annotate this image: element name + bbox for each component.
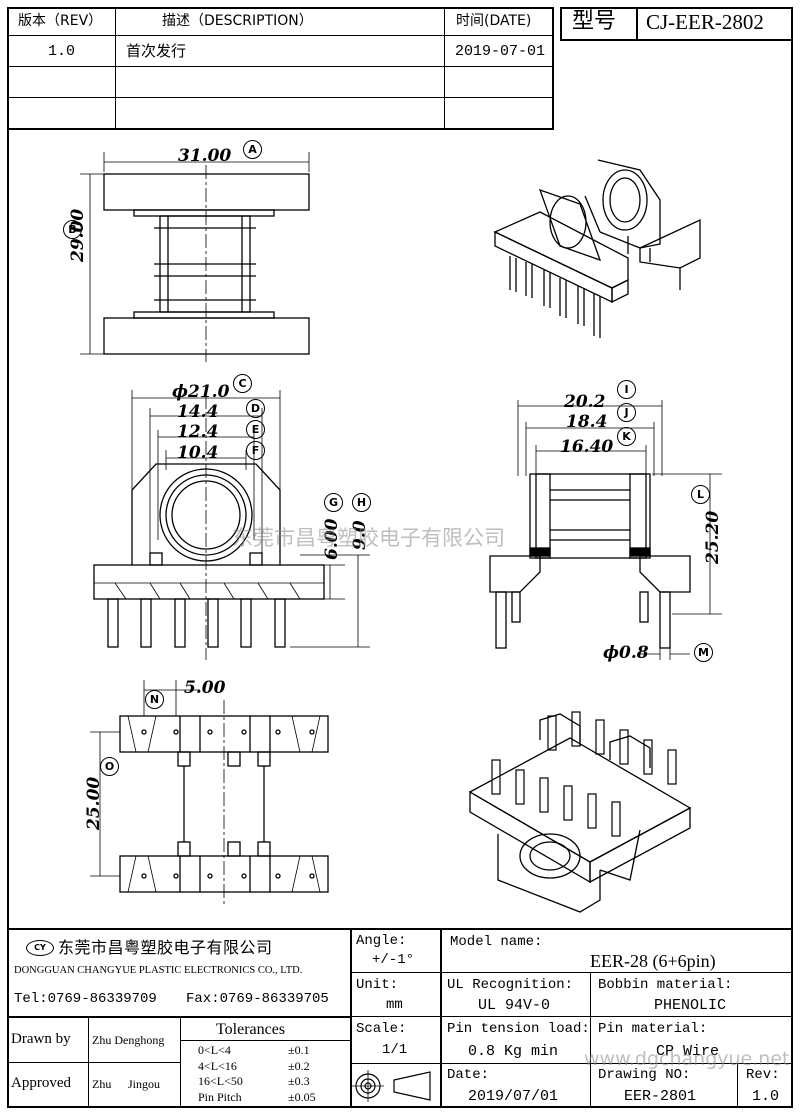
dim-a-value: 31.00	[178, 146, 232, 166]
callout-m: M	[694, 643, 713, 662]
watermark-company: 东莞市昌粤塑胶电子有限公司	[232, 526, 505, 550]
company-tel: Tel:0769-86339709	[14, 991, 157, 1007]
model-name-label: Model name:	[450, 934, 543, 950]
model-name-value: EER-28 (6+6pin)	[590, 951, 716, 971]
callout-o: O	[100, 757, 119, 776]
description-header: 描述（DESCRIPTION）	[162, 13, 313, 29]
unit-value: mm	[386, 997, 403, 1013]
approved-name-last: Jingou	[128, 1077, 161, 1091]
watermark-url: www.dgchangyue.net	[584, 1048, 790, 1070]
approved-label: Approved	[11, 1075, 71, 1091]
dim-f-value: 10.4	[177, 443, 219, 463]
date-header: 时间(DATE)	[456, 13, 532, 29]
dim-k-value: 16.40	[560, 437, 614, 457]
callout-l: L	[691, 485, 710, 504]
callout-g: G	[324, 493, 343, 512]
date-value: 2019-07-01	[455, 43, 546, 60]
side-view	[93, 390, 370, 660]
ul-value: UL 94V-0	[478, 997, 551, 1014]
dim-j-value: 18.4	[566, 412, 608, 432]
scale-value: 1/1	[382, 1042, 408, 1058]
tolerance-value-2: ±0.2	[288, 1059, 310, 1073]
tolerance-value-4: ±0.05	[288, 1090, 316, 1104]
callout-d: D	[246, 399, 265, 418]
tolerance-range-2: 4<L<16	[198, 1059, 237, 1073]
model-value: CJ-EER-2802	[646, 10, 764, 34]
drawing-no-value: EER-2801	[624, 1088, 697, 1105]
approved-name-first: Zhu	[92, 1077, 112, 1091]
callout-b: B	[63, 220, 82, 239]
drawn-by-name: Zhu Denghong	[92, 1033, 165, 1047]
rev-value-footer: 1.0	[752, 1088, 780, 1105]
tolerance-range-1: 0<L<4	[198, 1043, 231, 1057]
dim-n-value: 5.00	[184, 678, 226, 698]
bobbin-value: PHENOLIC	[654, 997, 727, 1014]
rev-label: Rev:	[746, 1067, 780, 1083]
callout-j: J	[617, 403, 636, 422]
callout-k: K	[617, 427, 636, 446]
callout-i: I	[617, 380, 636, 399]
callout-a: A	[243, 140, 262, 159]
tolerances-label: Tolerances	[216, 1021, 286, 1038]
description-value: 首次发行	[126, 42, 187, 60]
unit-label: Unit:	[356, 977, 399, 993]
tolerance-range-4: Pin Pitch	[198, 1090, 242, 1104]
front-view	[80, 152, 310, 362]
date-label: Date:	[447, 1067, 490, 1083]
rev-value: 1.0	[48, 43, 76, 60]
dim-c-value: ϕ21.0	[172, 382, 230, 402]
dim-m-value: ϕ0.8	[603, 643, 649, 663]
tolerance-value-1: ±0.1	[288, 1043, 310, 1057]
callout-f: F	[246, 441, 265, 460]
callout-e: E	[246, 420, 265, 439]
drawn-by-label: Drawn by	[11, 1031, 71, 1047]
tolerance-value-3: ±0.3	[288, 1074, 310, 1088]
callout-h: H	[352, 493, 371, 512]
ul-label: UL Recognition:	[447, 977, 574, 993]
top-view	[489, 400, 722, 660]
angle-value: +/-1°	[372, 952, 415, 968]
dim-i-value: 20.2	[564, 392, 606, 412]
isometric-view-top	[493, 159, 701, 338]
tolerance-range-3: 16<L<50	[198, 1074, 243, 1088]
pin-material-label: Pin material:	[598, 1021, 708, 1037]
rev-header: 版本（REV）	[18, 13, 103, 29]
pin-tension-label: Pin tension load:	[447, 1021, 590, 1037]
bobbin-label: Bobbin material:	[598, 977, 733, 993]
company-logo: CY	[26, 940, 54, 956]
scale-label: Scale:	[356, 1021, 407, 1037]
technical-drawing	[80, 152, 722, 913]
company-name-cn: 东莞市昌粤塑胶电子有限公司	[58, 938, 273, 957]
angle-label: Angle:	[356, 933, 407, 949]
dim-d-value: 14.4	[177, 402, 219, 422]
isometric-view-bottom	[468, 711, 692, 913]
dim-e-value: 12.4	[177, 422, 219, 442]
drawing-no-label: Drawing NO:	[598, 1067, 691, 1083]
pin-material-value: CP Wire	[656, 1043, 720, 1060]
company-name-en: DONGGUAN CHANGYUE PLASTIC ELECTRONICS CO…	[14, 965, 303, 976]
callout-n: N	[145, 690, 164, 709]
pin-tension-value: 0.8 Kg min	[468, 1043, 559, 1060]
company-fax: Fax:0769-86339705	[186, 991, 329, 1007]
model-label: 型号	[572, 9, 617, 34]
date-value: 2019/07/01	[468, 1088, 559, 1105]
callout-c: C	[233, 374, 252, 393]
bottom-view	[90, 680, 329, 905]
